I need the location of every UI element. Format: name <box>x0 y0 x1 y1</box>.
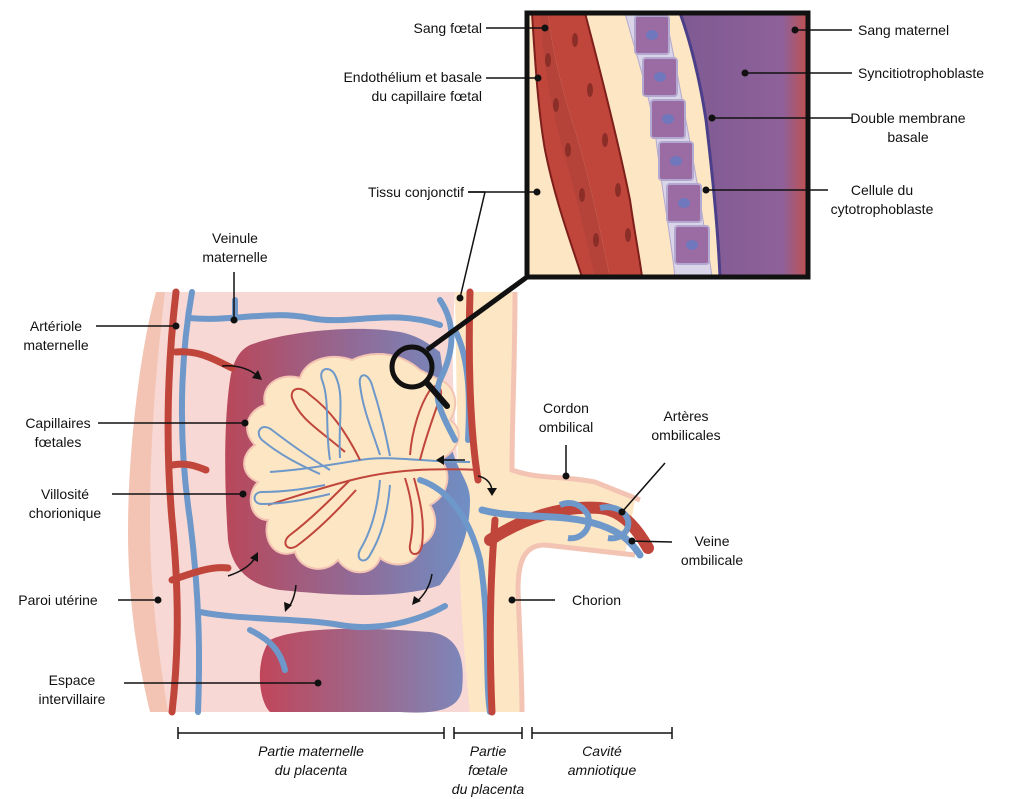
label-espace-1: Espace <box>49 672 96 688</box>
label-veine-1: Veine <box>694 533 729 549</box>
label-capillaires-2: fœtales <box>35 434 82 450</box>
region-cavite-1: Cavité <box>582 743 622 759</box>
label-villosite-2: chorionique <box>29 505 102 521</box>
region-foetale-3: du placenta <box>452 781 525 797</box>
label-paroi: Paroi utérine <box>18 592 98 608</box>
label-veine-2: ombilicale <box>681 552 743 568</box>
label-capillaires-1: Capillaires <box>25 415 90 431</box>
label-endothelium-1: Endothélium et basale <box>343 69 482 85</box>
label-arteres-2: ombilicales <box>651 427 720 443</box>
label-cellule-cyto-1: Cellule du <box>851 182 913 198</box>
region-foetale-1: Partie <box>470 743 507 759</box>
label-tissu-conjonctif: Tissu conjonctif <box>368 184 464 200</box>
label-arteriole-1: Artériole <box>30 318 82 334</box>
label-arteriole-2: maternelle <box>23 337 89 353</box>
label-cellule-cyto-2: cytotrophoblaste <box>831 201 934 217</box>
zoom-inset <box>527 13 808 277</box>
label-syncitio: Syncitiotrophoblaste <box>858 65 984 81</box>
placenta-section <box>128 277 648 713</box>
region-maternelle-2: du placenta <box>275 762 348 778</box>
chorion-band <box>455 292 635 712</box>
label-villosite-1: Villosité <box>41 486 89 502</box>
label-sang-foetal: Sang fœtal <box>414 20 482 36</box>
region-maternelle-1: Partie maternelle <box>258 743 364 759</box>
label-double-membrane-1: Double membrane <box>850 110 965 126</box>
region-cavite-2: amniotique <box>568 762 637 778</box>
label-veinule-2: maternelle <box>202 249 268 265</box>
label-double-membrane-2: basale <box>887 129 928 145</box>
label-veinule-1: Veinule <box>212 230 258 246</box>
region-brackets <box>178 727 672 739</box>
label-cordon-2: ombilical <box>539 419 593 435</box>
label-cordon-1: Cordon <box>543 400 589 416</box>
label-sang-maternel: Sang maternel <box>858 22 949 38</box>
label-arteres-1: Artères <box>663 408 708 424</box>
label-endothelium-2: du capillaire fœtal <box>372 88 483 104</box>
intervillous-space-lower <box>260 629 463 713</box>
region-labels: Partie maternelle du placenta Partie fœt… <box>258 743 636 797</box>
label-espace-2: intervillaire <box>39 691 106 707</box>
label-chorion: Chorion <box>572 592 621 608</box>
region-foetale-2: fœtale <box>468 762 508 778</box>
